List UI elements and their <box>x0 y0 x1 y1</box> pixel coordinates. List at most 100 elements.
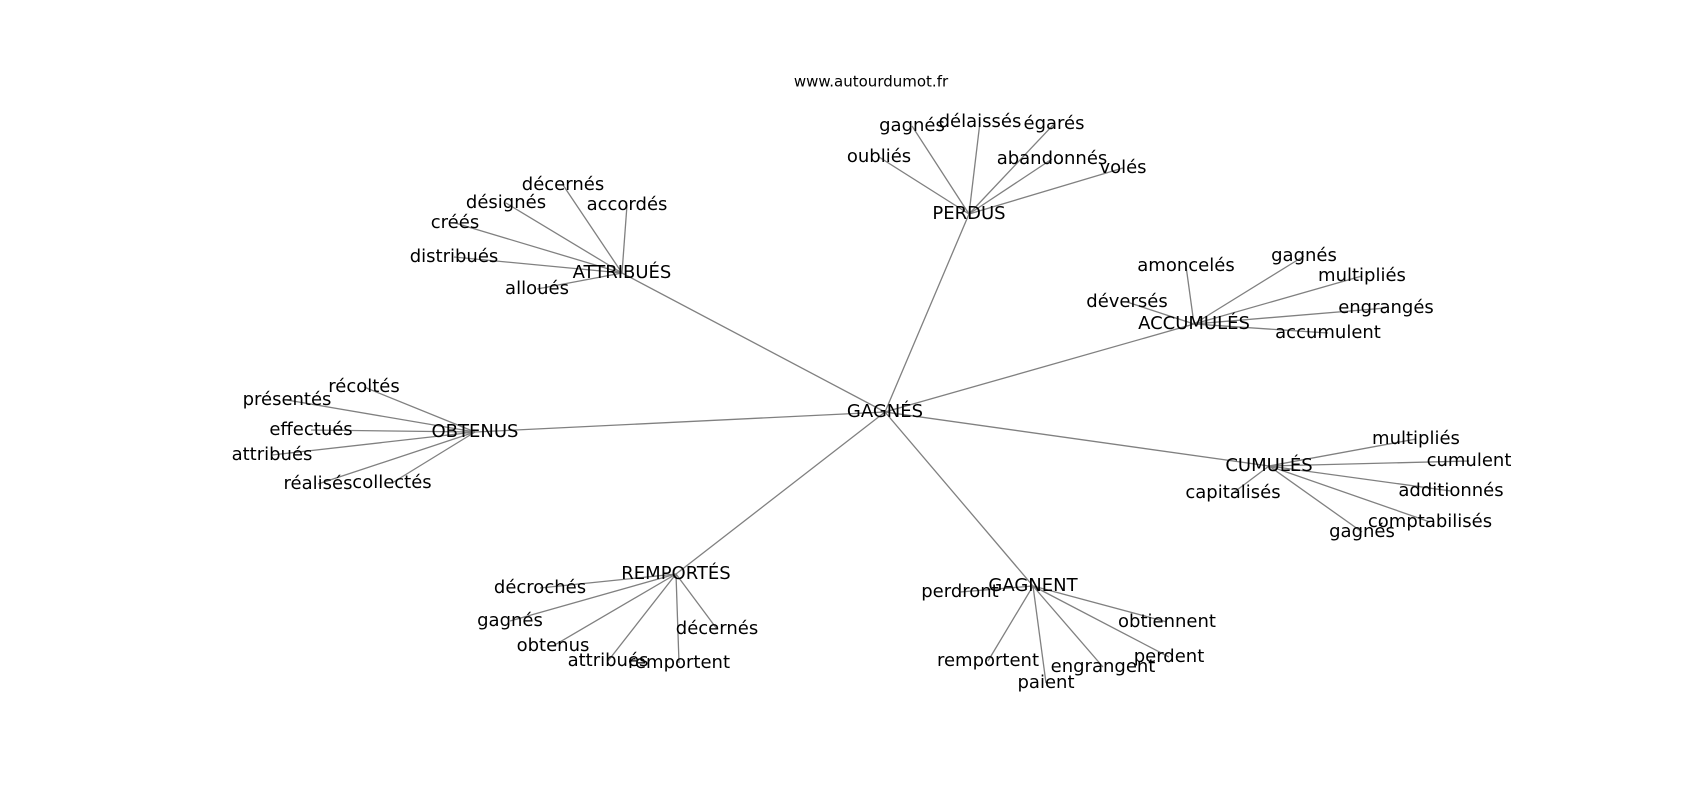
leaf-node[interactable]: attribués <box>232 444 313 465</box>
edge-2-5 <box>1193 323 1329 334</box>
edge-5-1 <box>509 573 677 622</box>
leaf-node[interactable]: désignés <box>466 192 546 213</box>
source-watermark: www.autourdumot.fr <box>794 73 949 91</box>
edge-5-3 <box>675 573 718 630</box>
leaf-node[interactable]: gagnés <box>1329 521 1395 542</box>
leaf-node[interactable]: délaissés <box>939 111 1022 132</box>
leaf-node[interactable]: gagnés <box>1271 245 1337 266</box>
leaf-node[interactable]: gagnés <box>879 115 945 136</box>
edge-root-to-6 <box>884 411 1034 587</box>
leaf-node[interactable]: comptabilisés <box>1368 511 1492 532</box>
leaf-node[interactable]: déversés <box>1086 291 1167 312</box>
edge-root-to-2 <box>884 323 1195 413</box>
leaf-node[interactable]: engrangent <box>1051 656 1156 677</box>
leaf-node[interactable]: accordés <box>587 194 668 215</box>
leaf-node[interactable]: décernés <box>522 174 604 195</box>
leaf-node[interactable]: engrangés <box>1338 297 1434 318</box>
edge-4-5 <box>1268 465 1363 533</box>
leaf-node[interactable]: obtiennent <box>1118 611 1216 632</box>
leaf-node[interactable]: paient <box>1018 672 1075 693</box>
edge-5-2 <box>552 573 677 647</box>
edge-5-0 <box>539 573 677 589</box>
hub-node[interactable]: REMPORTÉS <box>621 562 730 584</box>
edge-0-5 <box>968 167 1124 215</box>
edge-4-3 <box>1268 465 1452 492</box>
edge-1-2 <box>621 204 628 274</box>
edge-2-2 <box>1193 275 1363 325</box>
leaf-node[interactable]: abandonnés <box>997 148 1108 169</box>
edges-layer <box>271 121 1470 684</box>
edge-3-0 <box>363 386 476 433</box>
edge-2-3 <box>1126 301 1195 325</box>
edge-1-1 <box>505 202 623 274</box>
leaf-node[interactable]: remportent <box>937 650 1039 671</box>
leaf-node[interactable]: distribués <box>410 246 499 267</box>
edge-4-4 <box>1268 465 1431 523</box>
leaf-node[interactable]: présentés <box>243 389 332 410</box>
edge-1-4 <box>453 256 623 274</box>
edge-root-to-5 <box>675 411 886 575</box>
leaf-node[interactable]: égarés <box>1024 113 1085 134</box>
leaf-node[interactable]: volés <box>1099 157 1146 178</box>
edge-1-0 <box>562 184 623 274</box>
edge-2-4 <box>1193 307 1387 325</box>
leaf-node[interactable]: alloués <box>505 278 569 299</box>
leaf-node[interactable]: perdent <box>1134 646 1205 667</box>
edge-3-2 <box>310 429 476 433</box>
leaf-node[interactable]: gagnés <box>477 610 543 631</box>
leaf-node[interactable]: multipliés <box>1372 428 1460 449</box>
edge-2-0 <box>1185 265 1195 325</box>
leaf-node[interactable]: multipliés <box>1318 265 1406 286</box>
leaf-node[interactable]: cumulent <box>1427 450 1512 471</box>
edge-5-4 <box>607 573 677 662</box>
edge-6-0 <box>959 585 1034 593</box>
hub-node[interactable]: PERDUS <box>932 203 1005 224</box>
leaf-node[interactable]: effectués <box>269 419 352 440</box>
edge-6-4 <box>1032 585 1104 668</box>
edge-6-1 <box>1032 585 1168 623</box>
edge-4-0 <box>1268 438 1417 467</box>
edge-3-5 <box>391 431 476 484</box>
leaf-node[interactable]: décrochés <box>494 577 586 598</box>
leaf-node[interactable]: décernés <box>676 618 758 639</box>
edge-5-5 <box>675 573 680 664</box>
edge-6-5 <box>1032 585 1047 684</box>
leaf-node[interactable]: remportent <box>628 652 730 673</box>
hub-node[interactable]: GAGNENT <box>988 575 1078 596</box>
edge-6-2 <box>1032 585 1170 658</box>
edge-0-4 <box>968 158 1053 215</box>
edge-root-to-0 <box>884 213 970 413</box>
edge-3-1 <box>286 399 476 433</box>
leaf-node[interactable]: collectés <box>352 472 431 493</box>
hub-node[interactable]: ACCUMULÉS <box>1138 312 1250 334</box>
leaf-node[interactable]: perdront <box>921 581 999 602</box>
edge-3-3 <box>271 431 476 456</box>
edge-root-to-3 <box>474 411 886 433</box>
edge-0-3 <box>878 156 970 215</box>
root-node[interactable]: GAGNÉS <box>847 400 923 422</box>
hub-node[interactable]: ATTRIBUÉS <box>573 261 672 283</box>
leaf-node[interactable]: attribués <box>568 650 649 671</box>
edge-1-3 <box>454 222 623 274</box>
leaf-node[interactable]: créés <box>431 212 479 233</box>
hub-node[interactable]: CUMULÉS <box>1225 454 1312 476</box>
leaf-node[interactable]: récoltés <box>328 376 400 397</box>
edge-0-2 <box>968 123 1055 215</box>
leaf-node[interactable]: réalisés <box>284 473 353 494</box>
edge-root-to-1 <box>621 272 886 413</box>
edge-0-1 <box>968 121 981 215</box>
leaf-node[interactable]: accumulent <box>1275 322 1381 343</box>
edge-4-2 <box>1232 465 1270 494</box>
leaf-node[interactable]: amoncelés <box>1137 255 1234 276</box>
hub-node[interactable]: OBTENUS <box>432 421 519 442</box>
leaf-node[interactable]: additionnés <box>1398 480 1503 501</box>
edge-root-to-4 <box>884 411 1270 467</box>
leaf-node[interactable]: capitalisés <box>1185 482 1280 503</box>
leaf-node[interactable]: obtenus <box>517 635 590 656</box>
leaf-node[interactable]: oubliés <box>847 146 911 167</box>
edge-3-4 <box>317 431 476 485</box>
edge-0-0 <box>911 125 970 215</box>
edge-2-1 <box>1193 255 1305 325</box>
